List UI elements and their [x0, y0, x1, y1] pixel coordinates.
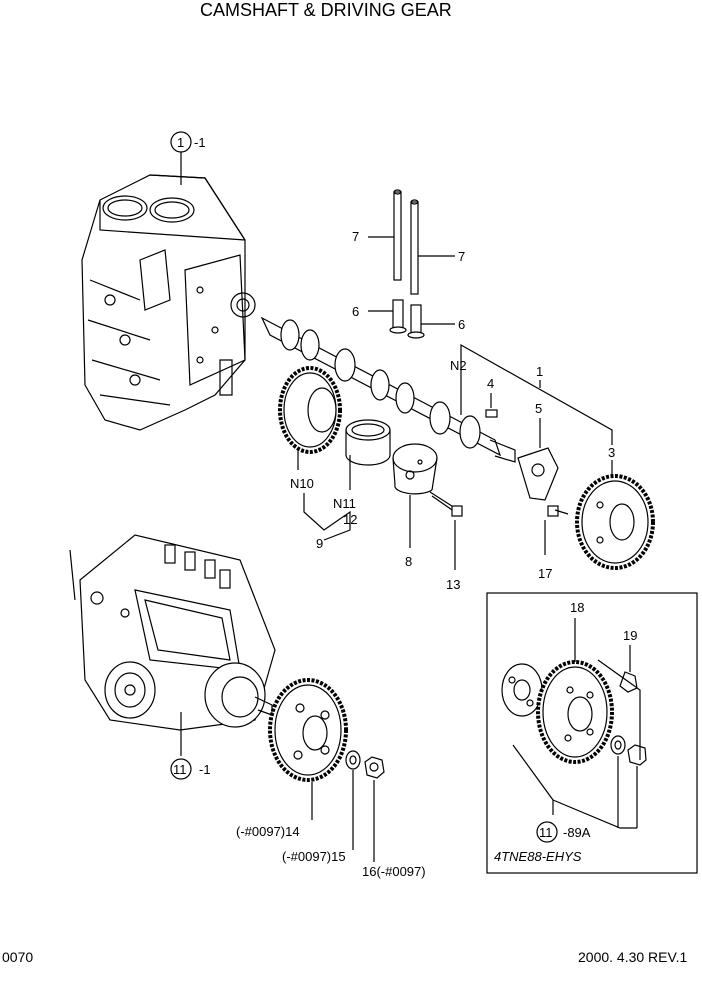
bolt-13-drawing [429, 491, 463, 517]
inset-box [486, 592, 698, 874]
part-label-7-left: 7 [352, 229, 359, 244]
ref-circle-cylinder-block [170, 131, 192, 153]
page-title: CAMSHAFT & DRIVING GEAR [200, 0, 452, 20]
part-label-8: 8 [405, 554, 412, 569]
ref-cylinder-block-number: 1 [177, 135, 184, 150]
push-rods-drawing [393, 189, 419, 295]
page-code: 0070 [2, 949, 33, 965]
inset-model-label: 4TNE88-EHYS [494, 849, 582, 864]
bushing-drawing [345, 419, 391, 466]
pump-drive-gear-drawing [268, 678, 348, 782]
part-label-n11: N11 [333, 496, 356, 511]
part-label-6-right: 6 [458, 317, 465, 332]
washer-15-drawing [345, 750, 361, 770]
part-label-13: 13 [446, 577, 460, 592]
part-label-7-right: 7 [458, 249, 465, 264]
part-label-n10: N10 [290, 476, 314, 491]
camshaft-drawing [260, 316, 516, 463]
part-label-17: 17 [538, 566, 552, 581]
revision-date: 2000. 4.30 REV.1 [578, 949, 687, 965]
part-label-16: 16(-#0097) [362, 864, 426, 879]
part-label-1: 1 [536, 364, 543, 379]
part-label-n2: N2 [450, 358, 467, 373]
ref-pump-suffix: -1 [199, 762, 211, 777]
camshaft-gear-drawing [278, 366, 342, 454]
woodruff-key-drawing [485, 409, 498, 418]
ref-cylinder-block-suffix: -1 [194, 135, 206, 150]
part-label-9: 9 [316, 536, 323, 551]
ref-circle-pump [170, 758, 192, 780]
part-label-15: (-#0097)15 [282, 849, 346, 864]
part-label-6-left: 6 [352, 304, 359, 319]
part-label-4: 4 [487, 376, 494, 391]
part-label-14: (-#0097)14 [236, 824, 300, 839]
bolt-17-drawing [547, 505, 569, 517]
ref-inset-number: 11 [539, 825, 553, 840]
cylinder-block-drawing [81, 174, 256, 431]
part-label-3: 3 [608, 445, 615, 460]
nut-16-drawing [364, 756, 385, 779]
part-label-18: 18 [570, 600, 584, 615]
ref-inset-suffix: -89A [563, 825, 591, 840]
gear-3-drawing [575, 474, 655, 570]
thrust-plate-drawing [517, 447, 559, 501]
tappets-drawing [389, 299, 425, 339]
ref-pump-number: 11 [173, 762, 187, 777]
inset-gear-assembly-drawing [501, 660, 647, 766]
ref-circle-inset [536, 821, 558, 843]
fuel-injection-pump-drawing [69, 534, 276, 731]
idle-gear-shaft-drawing [392, 443, 438, 495]
part-label-19: 19 [623, 628, 637, 643]
part-label-5: 5 [535, 401, 542, 416]
